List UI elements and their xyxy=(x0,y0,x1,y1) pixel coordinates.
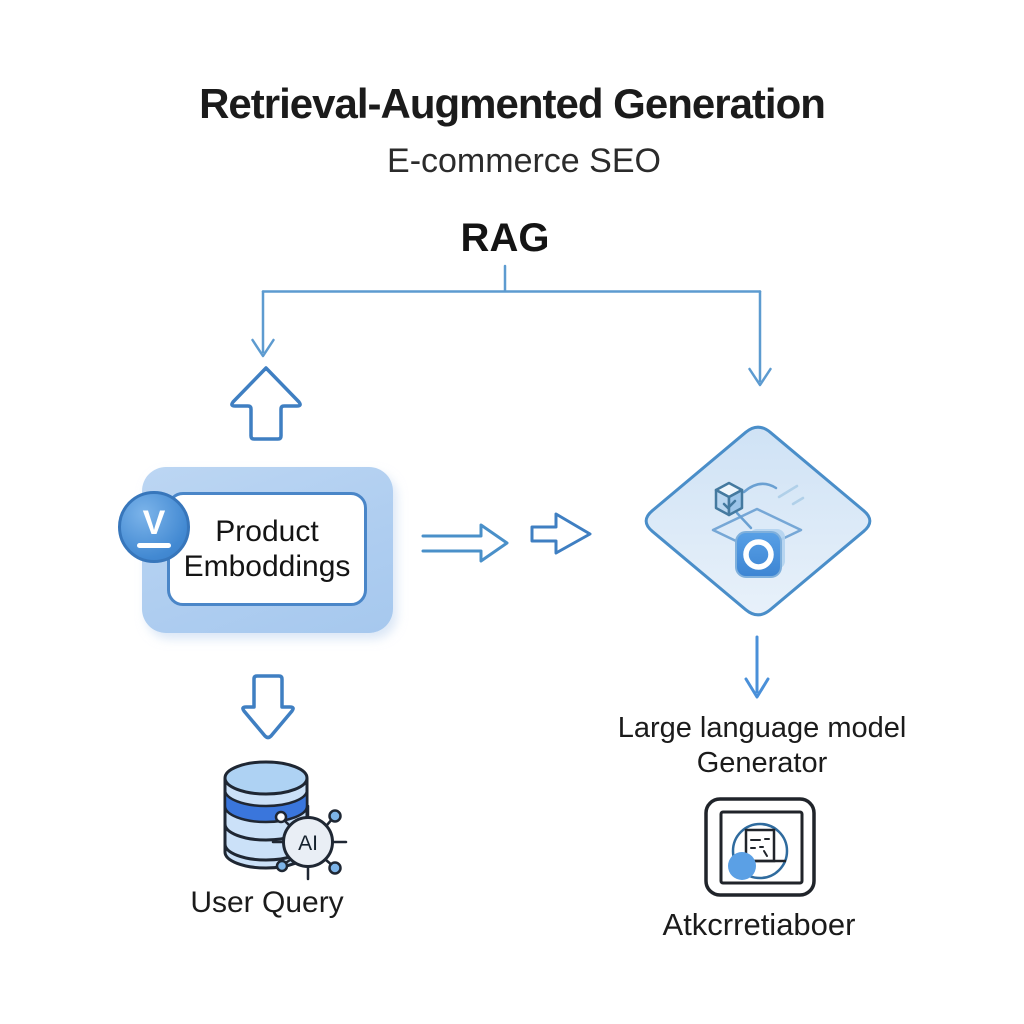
rag-root-label: RAG xyxy=(460,216,550,260)
user-query-label: User Query xyxy=(190,886,344,919)
block-arrow-icon xyxy=(530,512,592,555)
record-button-icon xyxy=(735,529,785,578)
retriever-diamond-node xyxy=(644,425,872,617)
retrieval-process-icon xyxy=(711,481,805,578)
rag-branch-connector xyxy=(251,264,772,387)
generator-output-label: Atkcrretiaboer xyxy=(662,907,856,942)
diamond-to-llm-connector xyxy=(744,635,770,699)
down-arrowhead-icon xyxy=(744,677,770,699)
blue-dot-icon xyxy=(728,852,756,880)
faded-slash-marks xyxy=(777,484,805,506)
product-embeddings-box: Product Emboddings xyxy=(167,492,367,606)
product-embeddings-line2: Emboddings xyxy=(183,550,351,583)
up-arrow-icon xyxy=(230,366,302,441)
product-embeddings-node: Product Emboddings xyxy=(142,467,393,633)
llm-generator-line1: Large language model xyxy=(617,712,907,744)
vector-badge-underline xyxy=(137,543,171,548)
diamond-shape xyxy=(644,425,872,617)
left-arrowhead-icon xyxy=(251,338,275,358)
vector-badge-label: V xyxy=(142,504,166,542)
product-embeddings-line1: Product xyxy=(215,515,319,548)
ai-network-icon: AI xyxy=(271,804,348,881)
down-arrow-icon xyxy=(241,674,295,740)
document-frame-icon xyxy=(704,797,816,897)
llm-generator-label: Large language model Generator xyxy=(618,711,907,781)
double-arrow-icon xyxy=(421,523,509,563)
document-text-marks xyxy=(750,838,770,857)
vector-badge-icon: V xyxy=(118,491,190,563)
diagram-title: Retrieval-Augmented Generation xyxy=(199,80,826,127)
right-arrowhead-icon xyxy=(748,367,772,387)
cube-icon xyxy=(714,481,744,517)
diagram-subtitle: E-commerce SEO xyxy=(387,142,661,180)
database-band xyxy=(223,789,309,824)
ai-badge-label: AI xyxy=(298,832,318,855)
llm-generator-line2: Generator xyxy=(696,747,828,779)
database-icon xyxy=(223,760,309,870)
